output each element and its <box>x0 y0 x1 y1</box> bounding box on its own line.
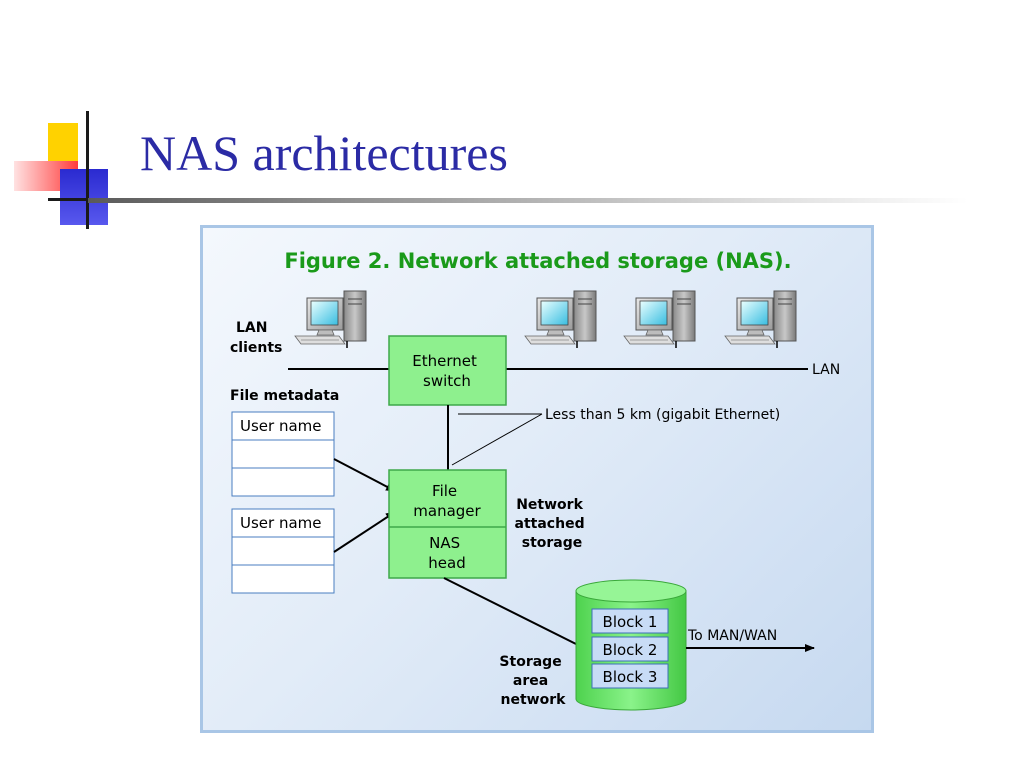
metadata-cell <box>231 467 335 497</box>
block-3-label: Block 3 <box>603 668 658 686</box>
metadata-cell <box>231 508 335 538</box>
lan-clients-line-1: LAN <box>236 320 267 336</box>
yellow-square <box>48 123 78 167</box>
to-man-wan-label: To MAN/WAN <box>687 628 777 644</box>
nas-head-line-2: head <box>428 554 465 572</box>
client-pc-icon <box>623 290 696 349</box>
san-label-line-2: area <box>513 673 548 689</box>
vertical-line <box>86 111 89 229</box>
ethernet-switch-label: Ethernet switch <box>412 352 481 390</box>
nas-head-label: NAS head <box>428 534 465 572</box>
block-1-label: Block 1 <box>603 613 658 631</box>
figure-caption: Figure 2. Network attached storage (NAS)… <box>284 249 791 273</box>
metadata-cell <box>231 439 335 469</box>
san-link <box>443 577 579 646</box>
file-manager-line-2: manager <box>413 502 481 520</box>
nas-diagram: Figure 2. Network attached storage (NAS)… <box>230 249 840 711</box>
lan-label: LAN <box>812 362 840 378</box>
client-pc-icon <box>294 290 367 349</box>
metadata-arrow <box>333 458 396 492</box>
nas-label: Network attached storage <box>515 497 590 551</box>
client-pc-icon <box>524 290 597 349</box>
metadata-table: User name <box>231 411 335 497</box>
san-label: Storage area network <box>499 654 566 708</box>
distance-note: Less than 5 km (gigabit Ethernet) <box>545 407 780 423</box>
ethernet-switch-line-1: Ethernet <box>412 352 477 370</box>
file-metadata-label: File metadata <box>230 388 339 404</box>
metadata-cell-text: User name <box>240 514 322 532</box>
horizontal-line <box>48 198 90 201</box>
block-3 <box>591 663 669 689</box>
title-rule <box>88 198 968 203</box>
nas-head-line-1: NAS <box>429 534 460 552</box>
metadata-table: User name <box>231 508 335 594</box>
block-2 <box>591 636 669 662</box>
figure-panel: Figure 2. Network attached storage (NAS)… <box>200 225 874 733</box>
nas-box <box>388 469 507 579</box>
metadata-cell-text: User name <box>240 417 322 435</box>
san-label-line-3: network <box>501 692 567 708</box>
san-label-line-1: Storage <box>499 654 561 670</box>
ethernet-switch <box>388 335 507 406</box>
blue-square <box>60 169 108 225</box>
metadata-cell <box>231 564 335 594</box>
ethernet-switch-line-2: switch <box>423 372 471 390</box>
nas-label-line-1: Network <box>516 497 583 513</box>
block-2-label: Block 2 <box>603 641 658 659</box>
metadata-arrow <box>333 511 396 553</box>
nas-label-line-2: attached <box>515 516 585 532</box>
metadata-cell <box>231 536 335 566</box>
lan-clients-label: LAN clients <box>230 320 282 356</box>
block-1 <box>591 608 669 634</box>
lan-clients-line-2: clients <box>230 340 282 356</box>
slide-title: NAS architectures <box>140 125 508 181</box>
file-manager-label: File manager <box>413 482 481 520</box>
nas-label-line-3: storage <box>522 535 583 551</box>
slide-decoration <box>0 105 140 235</box>
client-pc-icon <box>724 290 797 349</box>
file-manager-line-1: File <box>432 482 457 500</box>
distance-pointer <box>451 413 543 466</box>
